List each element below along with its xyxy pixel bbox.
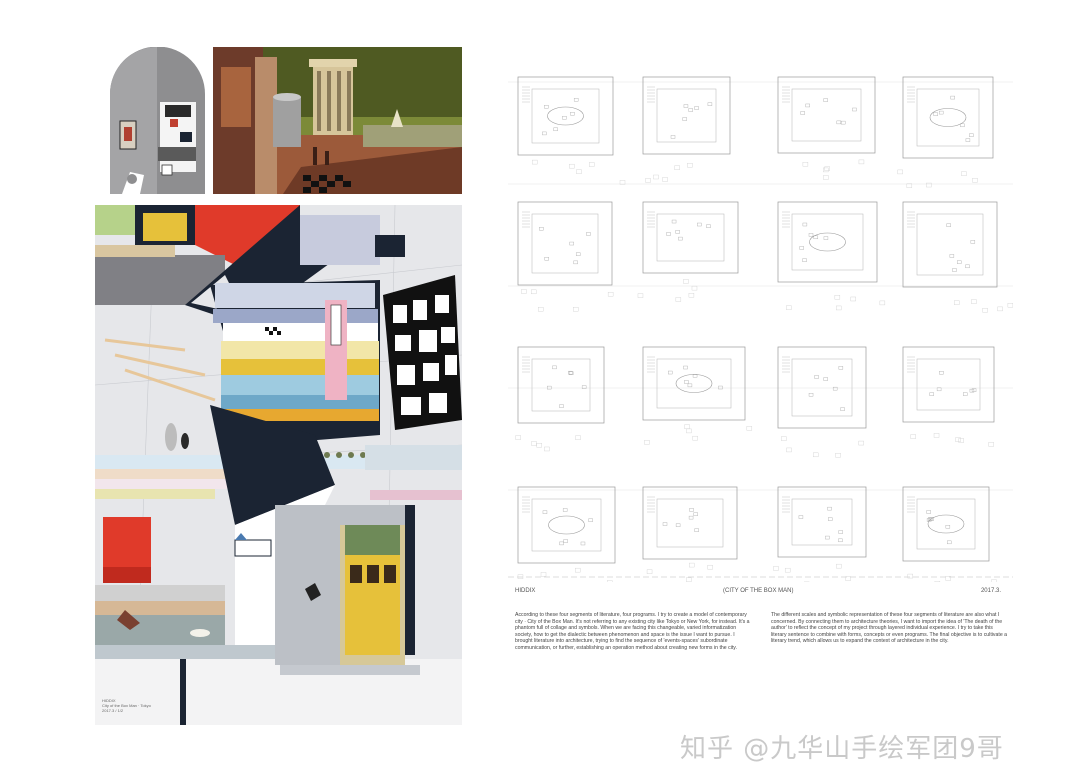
collage-caption-line: 2017.3 / 1/2 xyxy=(102,708,172,713)
plan-unit xyxy=(778,202,885,310)
painting-image xyxy=(213,47,462,194)
plan-unit xyxy=(638,202,738,301)
credit-date: 2017.3. xyxy=(981,588,1001,594)
plan-unit xyxy=(778,347,866,457)
arch-collage-image xyxy=(110,47,205,194)
city-collage-poster xyxy=(95,205,462,725)
floor-plan-drawing xyxy=(508,62,1013,582)
plan-unit xyxy=(903,487,996,582)
description-text-right: The different scales and symbolic repres… xyxy=(771,612,1009,645)
plan-unit xyxy=(518,202,613,311)
description-text-left: According to these four segments of lite… xyxy=(515,612,753,652)
plan-unit xyxy=(516,347,604,451)
plan-unit xyxy=(773,487,866,582)
plan-unit xyxy=(903,202,1013,312)
plan-unit xyxy=(898,77,993,188)
plan-unit xyxy=(903,347,994,446)
plan-unit xyxy=(518,77,625,184)
credit-author: HIDDIX xyxy=(515,588,535,594)
plan-unit xyxy=(778,77,875,179)
credit-title: (CITY OF THE BOX MAN) xyxy=(723,588,793,594)
sheet-credit-bar: HIDDIX (CITY OF THE BOX MAN) 2017.3. xyxy=(515,588,1015,600)
plan-unit xyxy=(643,347,752,444)
watermark-text: 知乎 @九华山手绘军团9哥 xyxy=(680,728,1004,765)
plan-unit xyxy=(643,77,730,182)
plan-unit xyxy=(518,487,615,582)
plan-unit xyxy=(643,487,752,582)
collage-caption: HIDDIX City of the Box Man · Tokyo 2017.… xyxy=(102,698,172,713)
